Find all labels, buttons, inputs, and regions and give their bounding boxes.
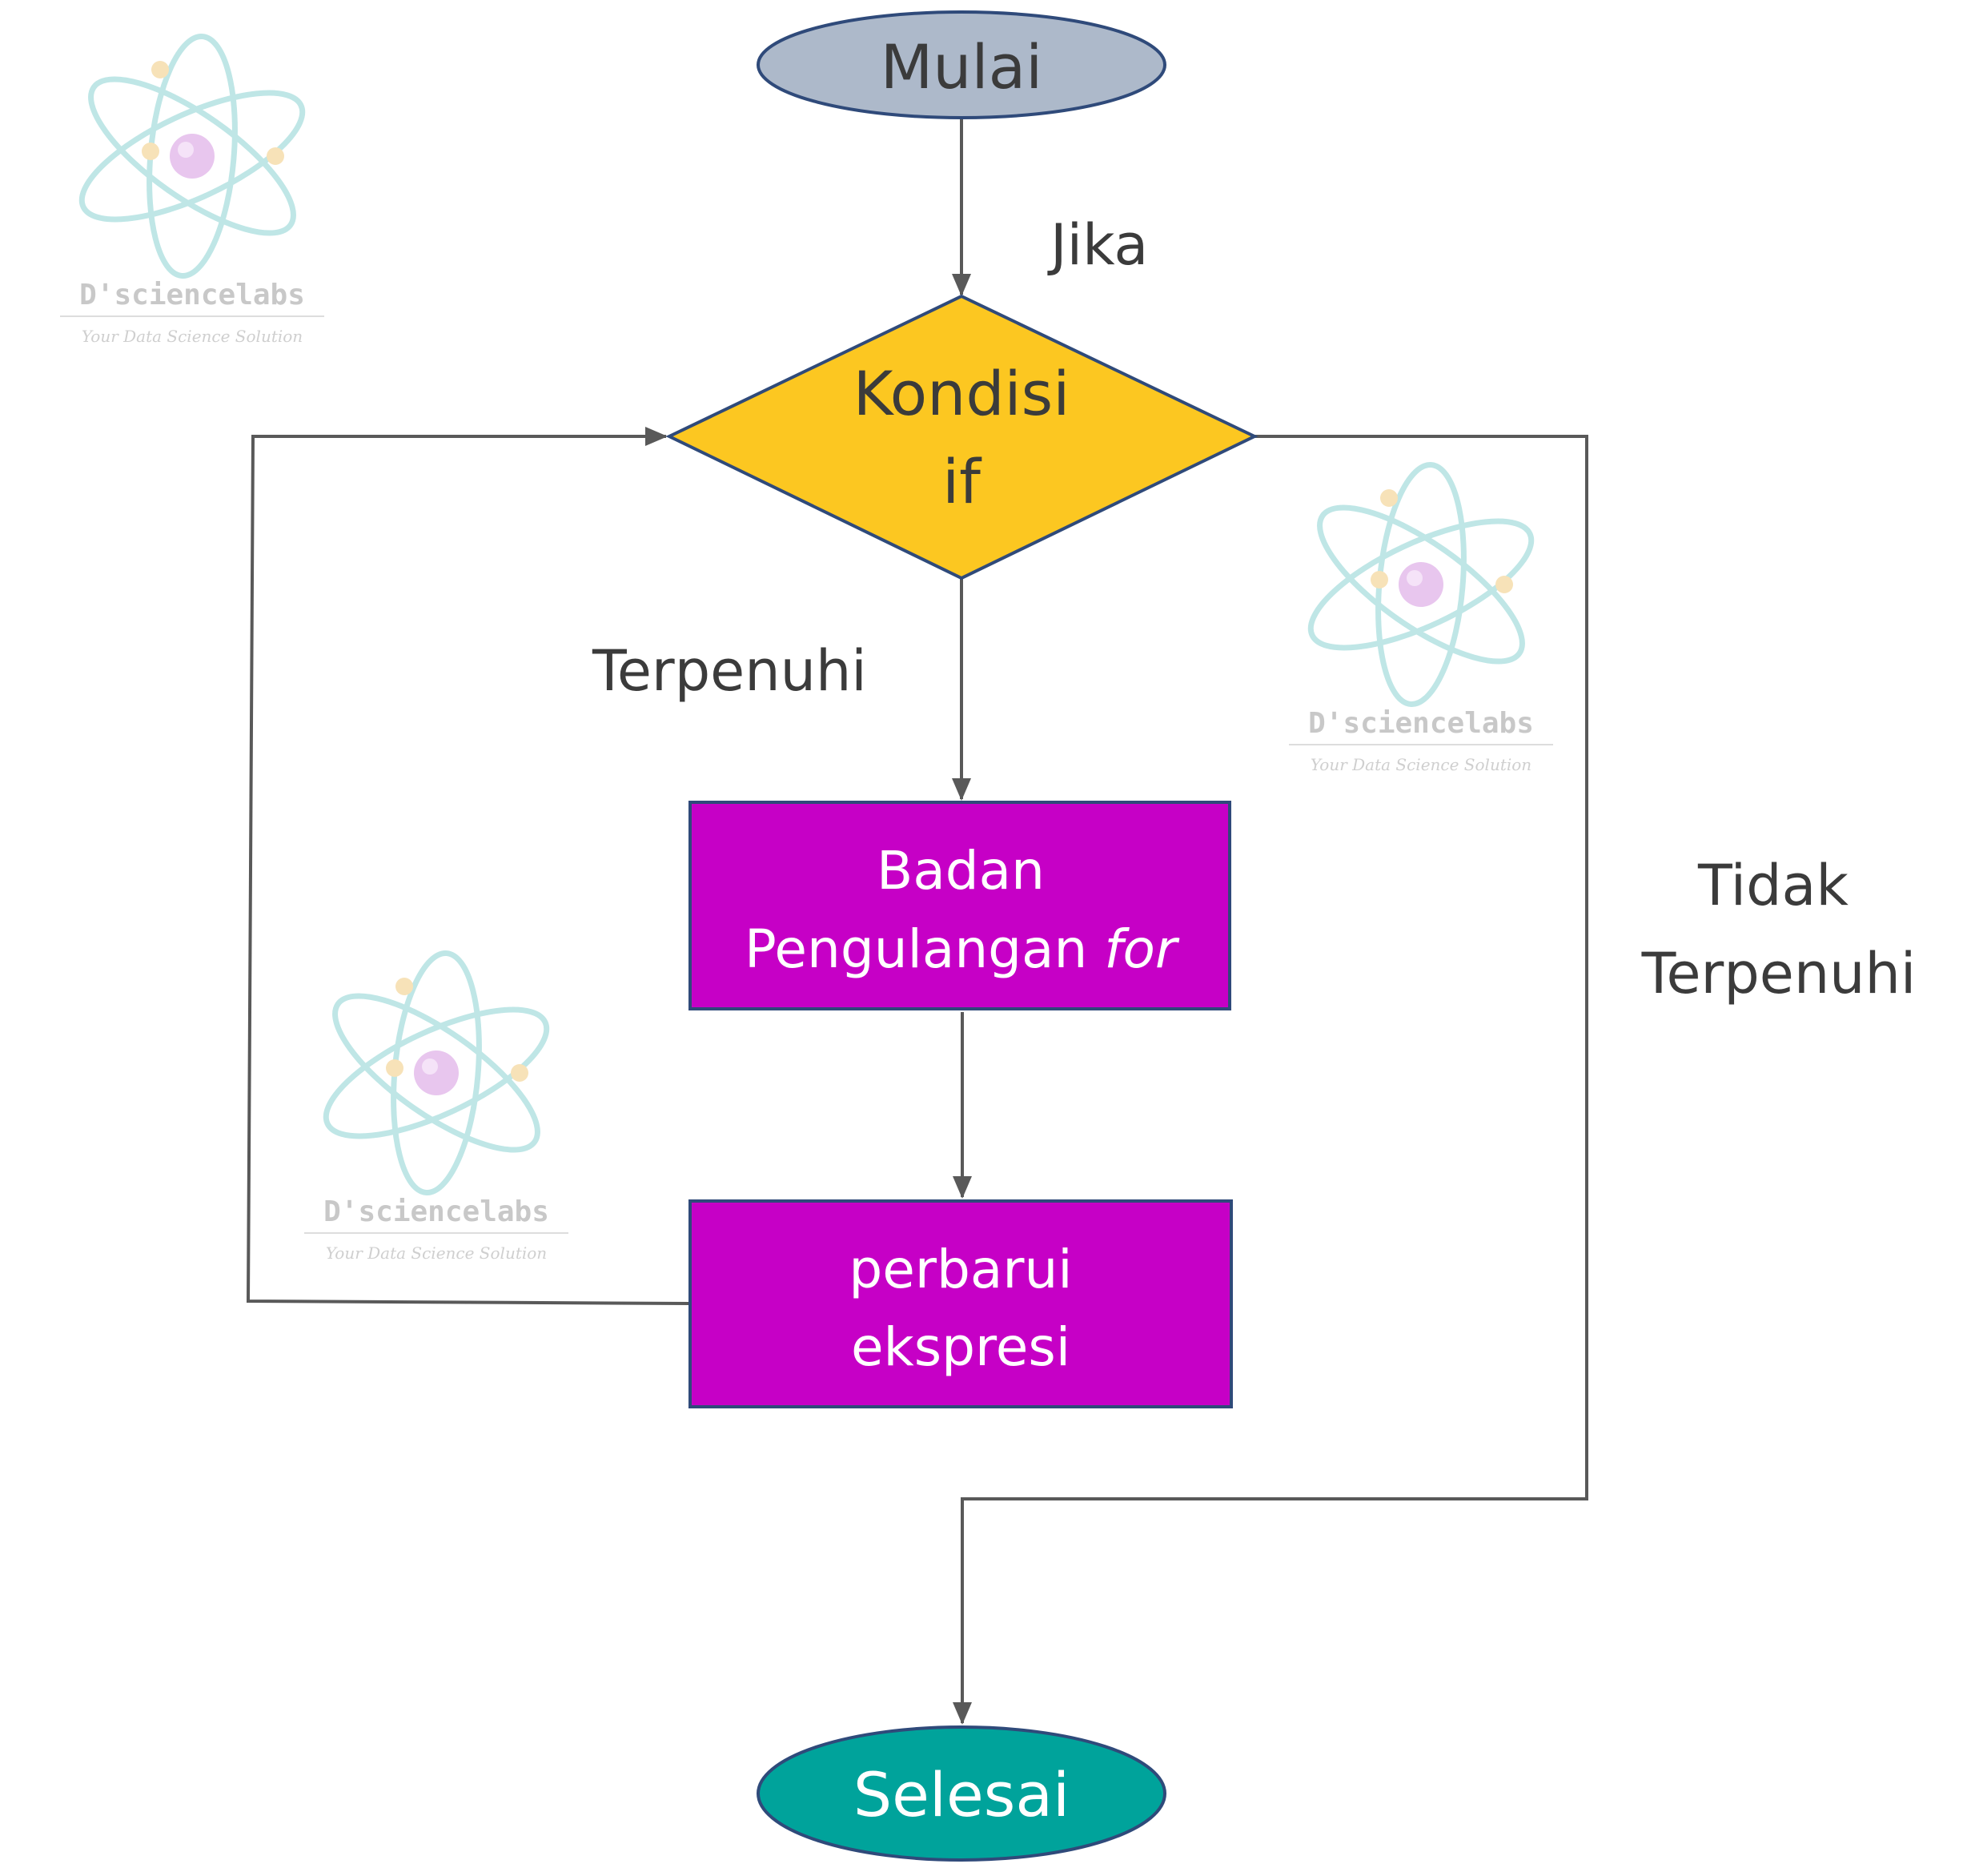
start-node: Mulai xyxy=(757,10,1166,119)
watermark-title: D'sciencelabs xyxy=(323,1195,549,1228)
watermark-logo-right: D'sciencelabs Your Data Science Solution xyxy=(1289,461,1553,774)
loop-body-label-italic: for xyxy=(1104,918,1180,980)
loop-body-box xyxy=(688,801,1231,1010)
end-label: Selesai xyxy=(853,1759,1070,1830)
start-label: Mulai xyxy=(881,31,1043,102)
start-ellipse xyxy=(757,10,1166,119)
update-label-line1: perbarui xyxy=(849,1239,1072,1300)
condition-label-line2: if xyxy=(942,446,982,517)
edge-condition-false-to-end xyxy=(953,435,1588,1725)
loop-body-node: Badan Pengulangan for xyxy=(688,801,1231,1010)
watermark-subtitle: Your Data Science Solution xyxy=(326,1243,547,1263)
update-box xyxy=(688,1199,1233,1408)
end-node: Selesai xyxy=(757,1725,1166,1862)
edge-label-false-line2: Terpenuhi xyxy=(1641,941,1917,1006)
loop-body-label-prefix: Pengulangan xyxy=(745,918,1104,980)
watermark-subtitle: Your Data Science Solution xyxy=(82,327,303,346)
edge-label-true: Terpenuhi xyxy=(592,638,867,704)
watermark-title: D'sciencelabs xyxy=(1308,707,1534,740)
edge-label-if: Jika xyxy=(1047,212,1148,278)
condition-label-line1: Kondisi xyxy=(853,358,1070,429)
edge-label-false-line1: Tidak xyxy=(1697,853,1849,918)
watermark-logo-top-left: D'sciencelabs Your Data Science Solution xyxy=(60,33,324,346)
update-node: perbarui ekspresi xyxy=(688,1199,1233,1408)
watermark-subtitle: Your Data Science Solution xyxy=(1311,755,1531,774)
loop-body-label-line2: Pengulangan for xyxy=(745,918,1180,980)
edge-update-loop-back xyxy=(246,427,691,1305)
watermark-logo-bottom-left: D'sciencelabs Your Data Science Solution xyxy=(304,950,568,1263)
update-label-line2: ekspresi xyxy=(851,1316,1070,1378)
condition-node: Kondisi if xyxy=(665,294,1258,580)
condition-diamond xyxy=(665,294,1258,580)
loop-body-label-line1: Badan xyxy=(877,840,1045,902)
watermark-title: D'sciencelabs xyxy=(79,279,305,311)
end-ellipse xyxy=(757,1725,1166,1862)
